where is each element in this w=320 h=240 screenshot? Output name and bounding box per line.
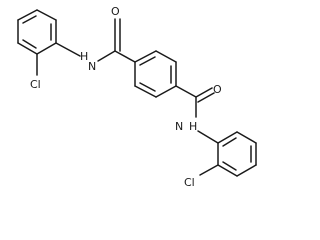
chlorine-label: Cl [184,176,195,189]
molecule-structure-drawing: Cl H N O O N H Cl [17,5,257,189]
carbonyl-double-bond [195,87,213,98]
double-bond-inner [139,82,156,92]
bond-ring-to-nitrogen [55,42,81,57]
amide-nitrogen-label: N [88,60,96,73]
bond-ring-to-carbonyl [175,85,197,98]
double-bond-inner [22,15,37,24]
bond-nitrogen-to-ring [197,130,219,144]
amide-hydrogen-label: H [80,50,88,63]
bond [155,50,177,63]
carbonyl-double-bond [197,92,215,103]
bond [217,131,238,144]
amide-nitrogen-label: N [175,120,183,133]
bond [17,9,38,21]
chlorophenyl-ring-bottom [217,131,257,177]
bond [134,50,157,63]
double-bond-inner [22,39,37,49]
bond-to-chlorine [199,164,219,176]
chlorophenyl-ring-top [17,9,57,55]
bond [236,131,257,144]
bond [155,85,177,98]
bond [17,42,38,55]
carbonyl-oxygen-label: O [111,5,120,18]
carbonyl-oxygen-label: O [213,83,222,96]
bond [236,164,257,177]
amide-hydrogen-label: H [189,120,197,133]
central-benzene-ring [134,50,177,98]
bond-nitrogen-to-carbonyl [97,50,116,62]
bond [134,85,157,98]
bond [217,164,238,177]
bond-carbonyl-to-ring [114,50,136,63]
double-bond-inner [222,137,237,147]
bond [36,9,57,21]
bond [36,42,57,55]
double-bond-inner [222,161,237,171]
chlorine-label: Cl [30,78,41,91]
double-bond-inner [139,56,156,66]
